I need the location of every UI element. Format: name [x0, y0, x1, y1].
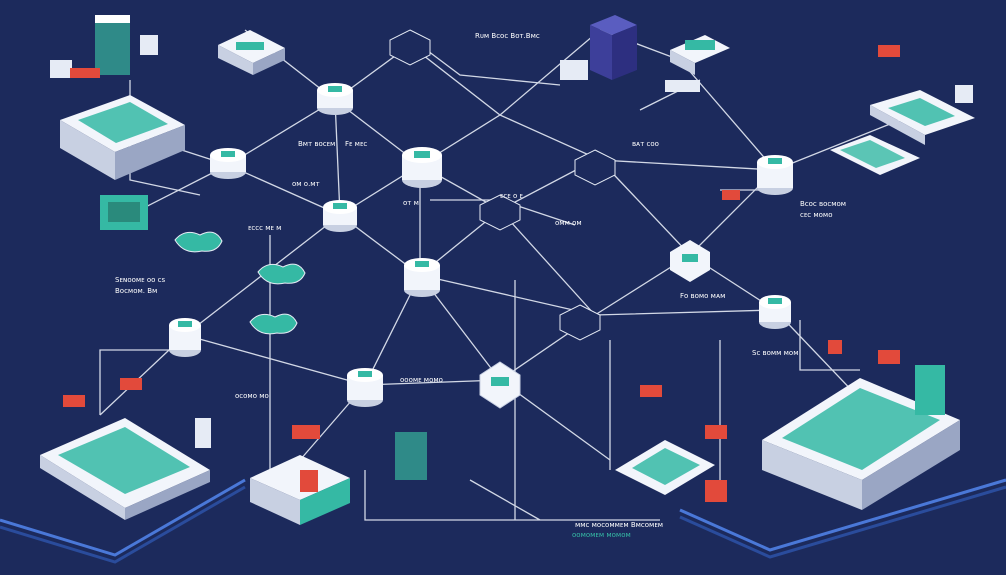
hub-node[interactable]: [347, 368, 383, 407]
label-center-a: ᴏᴛ ᴍ: [403, 199, 419, 207]
hub-node[interactable]: [759, 295, 791, 329]
cloud-node[interactable]: [257, 263, 306, 285]
building-right-upper: [830, 85, 975, 175]
hub-node[interactable]: [323, 200, 357, 232]
hub-node[interactable]: [169, 318, 201, 357]
hub-node[interactable]: [757, 155, 793, 195]
label-mid-left-a: Bᴍᴛ ʙᴏᴄᴇᴍ: [298, 140, 335, 148]
label-mid-left-d: ᴇᴄᴄᴄ ᴍᴇ ᴍ: [248, 224, 281, 232]
link: [269, 235, 721, 520]
link: [99, 129, 366, 461]
label-mid-left-b: Fᴇ ᴍᴇᴄ: [345, 140, 367, 148]
label-bottom-center-sub: ᴏᴏᴍᴏᴍᴇᴍ ᴍᴏᴍᴏᴍ: [572, 531, 631, 539]
display-panel-left: [100, 195, 148, 230]
hub-nodes: [169, 83, 793, 407]
building-bottom-right: [722, 190, 960, 510]
router-node[interactable]: [389, 29, 431, 66]
server-bottom-center: [250, 425, 427, 525]
label-lower-left: ᴏᴄᴏᴍᴏ ᴍᴏ: [235, 392, 269, 400]
router-node[interactable]: [559, 304, 601, 341]
building-top-left: [50, 15, 185, 180]
floor-outline: [0, 478, 1006, 557]
link: [99, 320, 860, 415]
label-mid-left-c: ᴏᴍ ᴏ.ᴍᴛ: [292, 180, 320, 188]
diagram-labels: Rᴜᴍ Bᴄᴏᴄ Bᴏᴛ.Bᴍᴄ Bᴍᴛ ʙᴏᴄᴇᴍ Fᴇ ᴍᴇᴄ ᴏᴍ ᴏ.ᴍ…: [115, 32, 846, 539]
router-node[interactable]: [574, 149, 616, 186]
label-center-b: ᴇᴄᴇ ᴏ ᴇ: [500, 192, 523, 200]
hub-node[interactable]: [402, 147, 442, 188]
label-right-a: Bᴄᴏᴄ ʙᴏᴄᴍᴏᴍ: [800, 200, 846, 208]
link: [227, 99, 776, 171]
router-node[interactable]: [479, 194, 521, 231]
building-bottom-left: [40, 378, 211, 520]
label-right-upper: ʙᴀᴛ ᴄᴏᴏ: [632, 140, 659, 148]
label-bottom-center: ᴍᴍᴄ ᴍᴏᴄᴏᴍᴍᴇᴍ Bᴍᴄᴏᴍᴇᴍ: [575, 521, 663, 529]
server-top-right: [665, 35, 900, 92]
server-purple: [560, 15, 637, 80]
switch-nodes: [389, 29, 710, 409]
hub-node[interactable]: [210, 148, 246, 179]
cloud-node[interactable]: [174, 231, 223, 253]
label-right-mid: Fᴏ ʙᴏᴍᴏ ᴍᴀᴍ: [680, 292, 725, 300]
label-center-c: ᴏᴍᴍ ᴏᴍ: [555, 219, 582, 227]
link: [334, 99, 691, 275]
link: [364, 470, 660, 521]
cloud-node[interactable]: [249, 313, 298, 335]
server-bottom-right: [615, 385, 727, 502]
label-top-center: Rᴜᴍ Bᴄᴏᴄ Bᴏᴛ.Bᴍᴄ: [475, 32, 540, 40]
label-left-b: Bᴏᴄᴍᴏᴍ. Bᴍ: [115, 287, 157, 295]
label-right-b: ᴄᴇᴄ ᴍᴏᴍᴏ: [800, 211, 832, 219]
link: [184, 169, 776, 386]
server-top: [218, 30, 285, 75]
hub-node[interactable]: [317, 83, 353, 115]
link: [227, 164, 776, 316]
cloud-nodes: [174, 231, 306, 335]
label-left-a: Sᴇɴᴏᴏᴍᴇ ᴏᴏ ᴄs: [115, 276, 165, 284]
label-right-lower: Sᴄ ʙᴏᴍᴍ ᴍᴏᴍ: [752, 349, 799, 357]
hub-node[interactable]: [404, 258, 440, 297]
label-lower-mid: ᴏᴏᴏᴍᴇ ᴍᴏᴍᴏ: [400, 376, 443, 384]
